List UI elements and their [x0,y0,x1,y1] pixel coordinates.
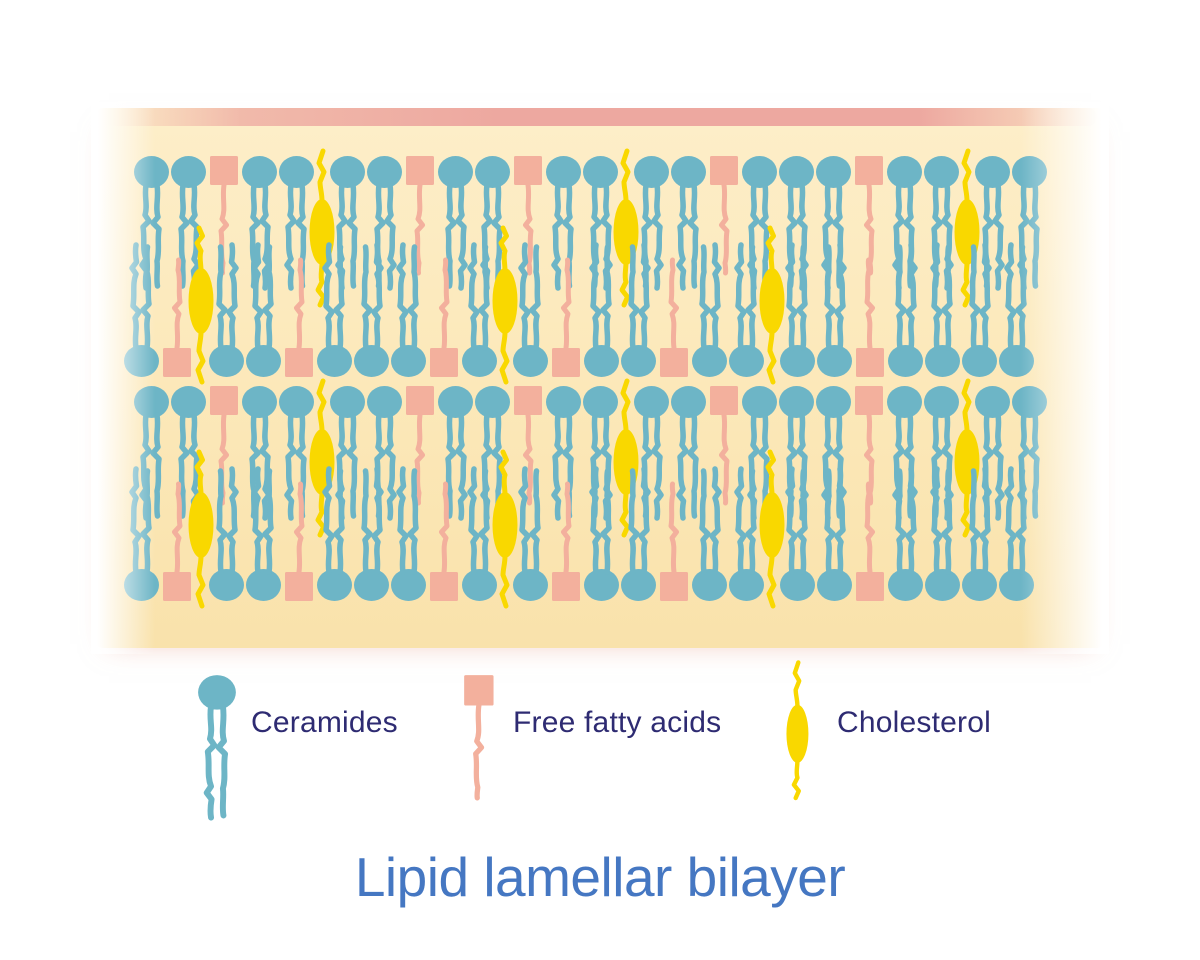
free-fatty-acid-molecule [511,155,545,290]
ceramide-molecule [924,466,961,602]
legend-label-ceramides: Ceramides [251,706,398,739]
ceramide-molecule [390,466,427,602]
ceramide-molecule [691,242,728,378]
ceramide-molecule [961,242,998,378]
free-fatty-acid-molecule [282,467,316,602]
ceramide-molecule [998,242,1035,378]
ceramide-molecule [620,242,657,378]
ceramide-molecule [316,466,353,602]
ceramide-molecule [961,466,998,602]
ceramide-molecule [816,242,853,378]
free-fatty-acid-molecule [707,385,741,520]
ceramide-molecule [924,242,961,378]
free-fatty-acid-molecule [160,243,194,378]
cholesterol-molecule [759,449,785,609]
ceramide-molecule [670,155,707,291]
free-fatty-acid-molecule [511,385,545,520]
bilayer-1-bottom-leaflet [123,225,1035,385]
free-fatty-acid-molecule [853,467,887,602]
ceramide-molecule [208,242,245,378]
free-fatty-acid-molecule [853,243,887,378]
free-fatty-acid-molecule [282,243,316,378]
bilayer-2-bottom-leaflet [123,449,1035,609]
ceramide-molecule [245,466,282,602]
ceramide-molecule [670,385,707,521]
ceramide-molecule [583,466,620,602]
membrane-region [91,102,1109,654]
free-fatty-acid-molecule [427,243,461,378]
ceramide-molecule [816,466,853,602]
ceramide-molecule [208,466,245,602]
ceramide-icon [197,674,237,821]
ceramide-molecule [512,242,549,378]
ceramide-molecule [887,466,924,602]
ceramide-molecule [353,242,390,378]
ceramide-molecule [123,242,160,378]
ceramide-molecule [123,466,160,602]
ceramide-molecule [779,466,816,602]
ceramide-molecule [620,466,657,602]
ceramide-molecule [583,242,620,378]
ceramide-molecule [437,385,474,521]
diagram-title: Lipid lamellar bilayer [354,846,846,908]
ceramide-molecule [461,466,498,602]
free-fatty-acid-icon [461,674,497,816]
ceramide-molecule [316,242,353,378]
cholesterol-molecule [188,449,214,609]
ceramide-molecule [461,242,498,378]
ceramide-molecule [278,155,315,291]
ceramide-molecule [728,466,765,602]
free-fatty-acid-molecule [427,467,461,602]
free-fatty-acid-molecule [657,243,691,378]
free-fatty-acid-molecule [707,155,741,290]
membrane-surface-band [103,108,1097,126]
ceramide-molecule [353,466,390,602]
ceramide-molecule [887,242,924,378]
ceramide-molecule [691,466,728,602]
cholesterol-molecule [759,225,785,385]
legend-label-cholesterol: Cholesterol [837,706,991,739]
legend-label-free-fatty-acids: Free fatty acids [513,706,722,739]
ceramide-molecule [998,466,1035,602]
free-fatty-acid-molecule [403,385,437,520]
cholesterol-icon [786,660,809,801]
legend: Ceramides Free fatty acids Cholesterol [0,660,1200,821]
ceramide-molecule [278,385,315,521]
cholesterol-molecule [492,225,518,385]
free-fatty-acid-molecule [549,243,583,378]
free-fatty-acid-molecule [160,467,194,602]
free-fatty-acid-molecule [403,155,437,290]
cholesterol-molecule [188,225,214,385]
cholesterol-molecule [492,449,518,609]
ceramide-molecule [728,242,765,378]
ceramide-molecule [437,155,474,291]
ceramide-molecule [390,242,427,378]
ceramide-molecule [512,466,549,602]
ceramide-molecule [779,242,816,378]
free-fatty-acid-molecule [657,467,691,602]
ceramide-molecule [245,242,282,378]
free-fatty-acid-molecule [549,467,583,602]
